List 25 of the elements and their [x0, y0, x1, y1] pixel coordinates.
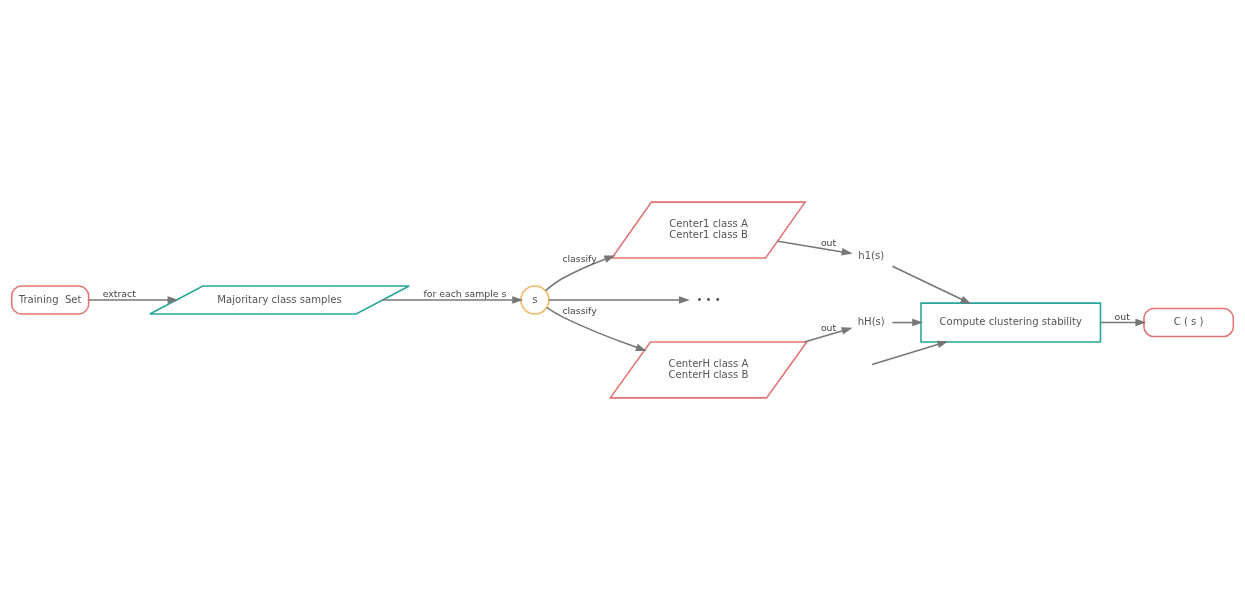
arrow — [891, 264, 972, 304]
edge-label: extract — [102, 287, 136, 299]
arrow — [544, 254, 616, 291]
arrow — [803, 326, 853, 343]
node-box: Compute clustering stability — [920, 301, 1102, 343]
edge-label: out — [1114, 310, 1130, 322]
node-text: • • • — [696, 293, 721, 305]
arrow — [88, 295, 179, 304]
arrow — [891, 318, 924, 326]
node-text: h1(s) — [858, 249, 885, 261]
edge-label: out — [820, 236, 837, 248]
arrow — [382, 295, 524, 304]
arrow — [548, 295, 690, 304]
arrow — [545, 306, 647, 351]
arrow — [871, 340, 949, 365]
node-box: Training Set — [10, 284, 90, 315]
edge-label: out — [820, 321, 837, 333]
arrow — [776, 240, 853, 256]
edge-label: classify — [562, 252, 597, 264]
node-box: C ( s ) — [1143, 307, 1235, 337]
edge-label: classify — [562, 304, 597, 316]
arrow — [1099, 318, 1147, 326]
node-circle: s — [520, 284, 550, 315]
edge-label: for each sample s — [423, 287, 507, 299]
node-text: hH(s) — [857, 315, 885, 327]
